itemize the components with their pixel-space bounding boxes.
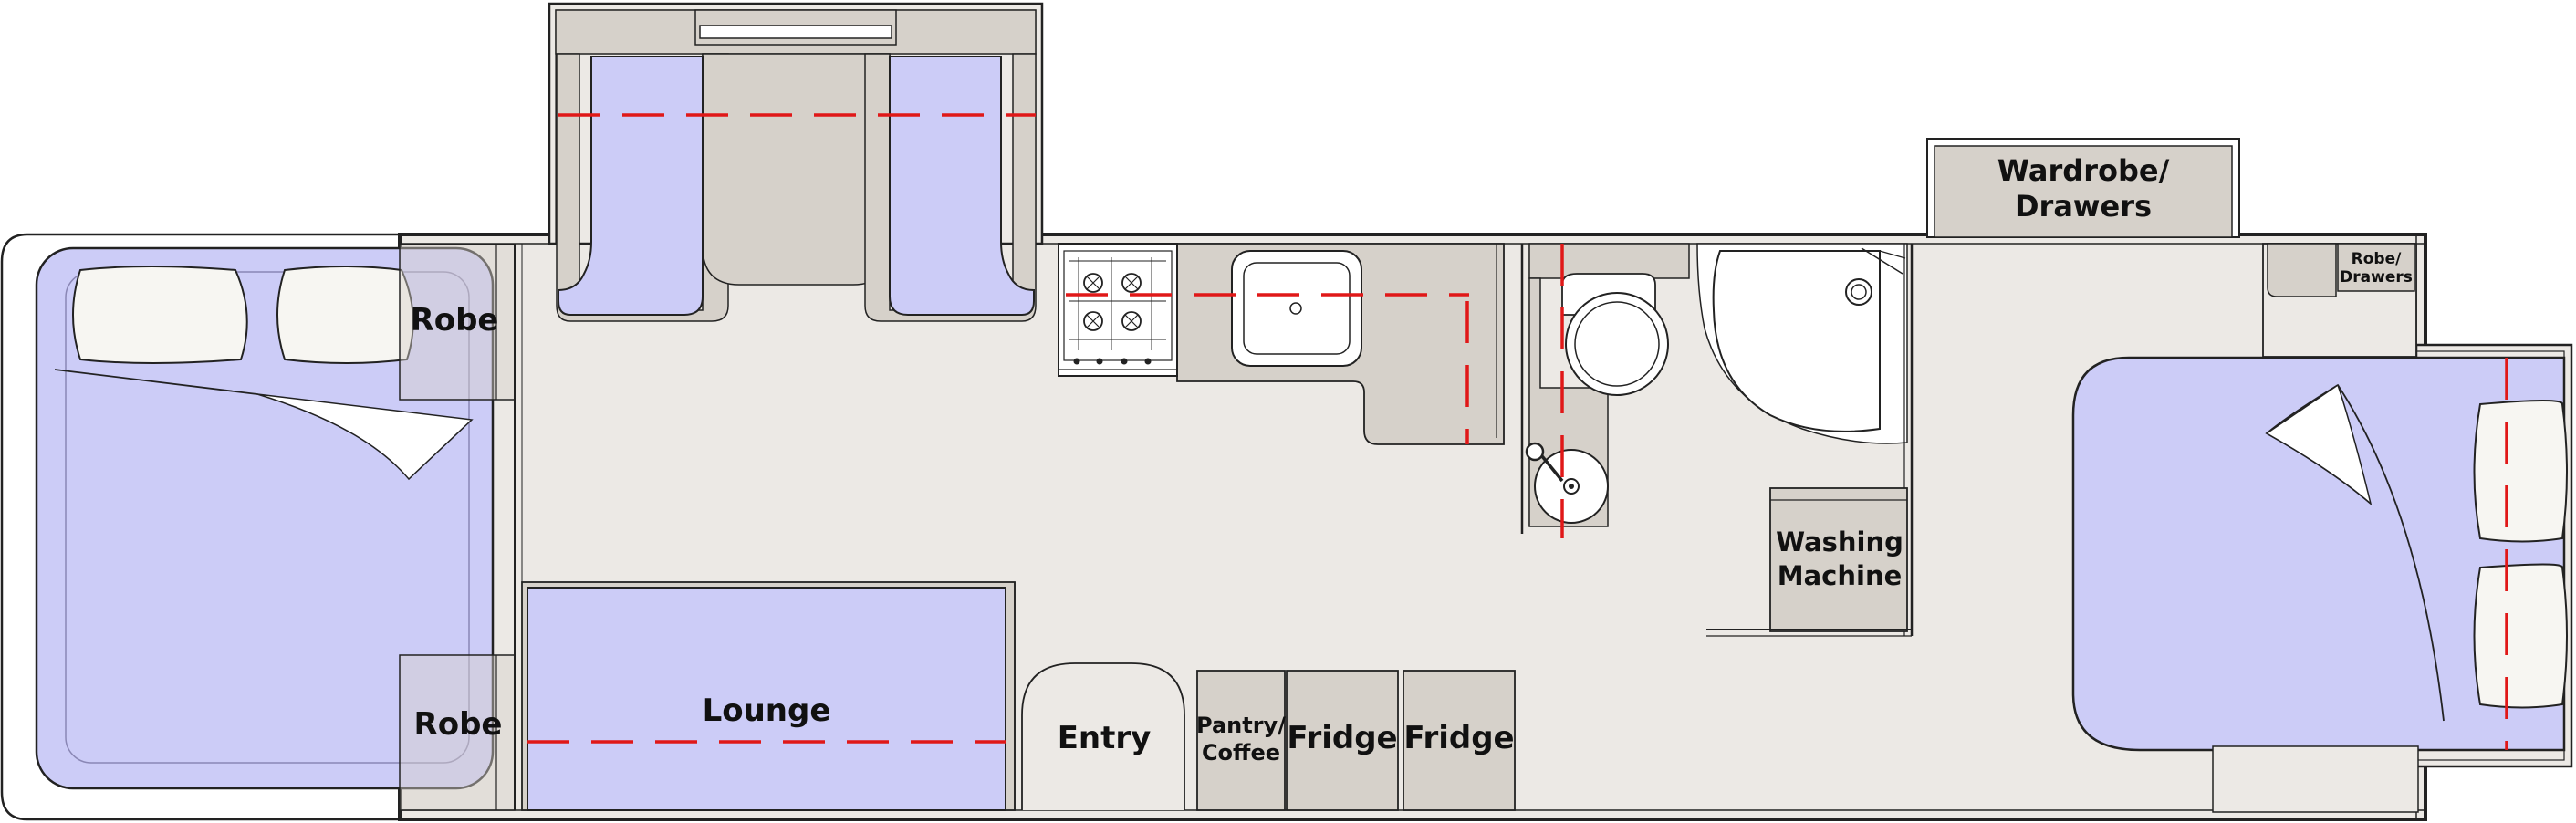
toilet-shelf <box>1528 243 1690 279</box>
rear-robe-shelf <box>2267 243 2337 297</box>
front-bed-inner-edge <box>65 271 470 764</box>
entry-label: Entry <box>1058 720 1152 756</box>
fridge-2 <box>1403 670 1516 811</box>
rear-bed-base <box>2212 745 2419 813</box>
dashed-reference-lines <box>527 113 2508 750</box>
washing-machine[interactable] <box>1769 487 1908 632</box>
kitchen-sink-drain <box>1289 302 1302 315</box>
pantry-label-line1: Pantry/ <box>1196 713 1286 738</box>
robe-drawers-label-line2: Drawers <box>2340 268 2413 286</box>
rear-pillow-bottom <box>2473 563 2568 709</box>
cooktop-inner <box>1063 250 1173 361</box>
washing-machine-label-line1: Washing <box>1776 526 1903 557</box>
pillow-right <box>276 266 414 364</box>
dinette-table <box>702 53 891 286</box>
toilet[interactable] <box>1561 273 1669 396</box>
dinette-seat-right[interactable] <box>889 56 1035 316</box>
robe-bottom-label: Robe <box>414 706 503 743</box>
robe-top-cabinet <box>399 244 516 401</box>
dinette-seat-left[interactable] <box>558 56 704 316</box>
cooktop-knobs[interactable] <box>1073 358 1152 365</box>
rear-bed-sheet-flap <box>2265 383 2373 506</box>
shower[interactable] <box>1696 243 1908 444</box>
front-bed[interactable] <box>35 246 495 790</box>
washing-machine-label-line2: Machine <box>1778 560 1903 591</box>
wardrobe-label-line1: Wardrobe/ <box>1997 153 2170 188</box>
lounge-seat[interactable] <box>527 587 1006 811</box>
wardrobe-label-line2: Drawers <box>2015 189 2152 224</box>
pillow-left <box>72 266 248 364</box>
lounge-label: Lounge <box>703 693 831 729</box>
vanity-basin[interactable] <box>1525 442 1609 524</box>
fridge-2-label: Fridge <box>1403 720 1514 756</box>
pantry-cabinet <box>1196 670 1286 811</box>
fridge-1-label: Fridge <box>1287 720 1397 756</box>
cooktop-burners <box>1069 257 1166 350</box>
rear-bed[interactable] <box>2071 356 2566 752</box>
robe-top-label: Robe <box>411 302 499 339</box>
dinette-table-slot <box>699 25 892 39</box>
entry-step[interactable] <box>1021 662 1185 810</box>
rear-pillow-top <box>2473 400 2568 543</box>
pantry-label-line2: Coffee <box>1202 740 1280 766</box>
robe-drawers-label-line1: Robe/ <box>2352 250 2402 268</box>
front-bed-sheet-fold <box>256 393 474 481</box>
front-bed-sheet-edge <box>54 369 258 395</box>
wardrobe-drawers-front <box>1934 145 2233 238</box>
fridge-1 <box>1286 670 1399 811</box>
rear-robe-drawers <box>2337 243 2415 292</box>
